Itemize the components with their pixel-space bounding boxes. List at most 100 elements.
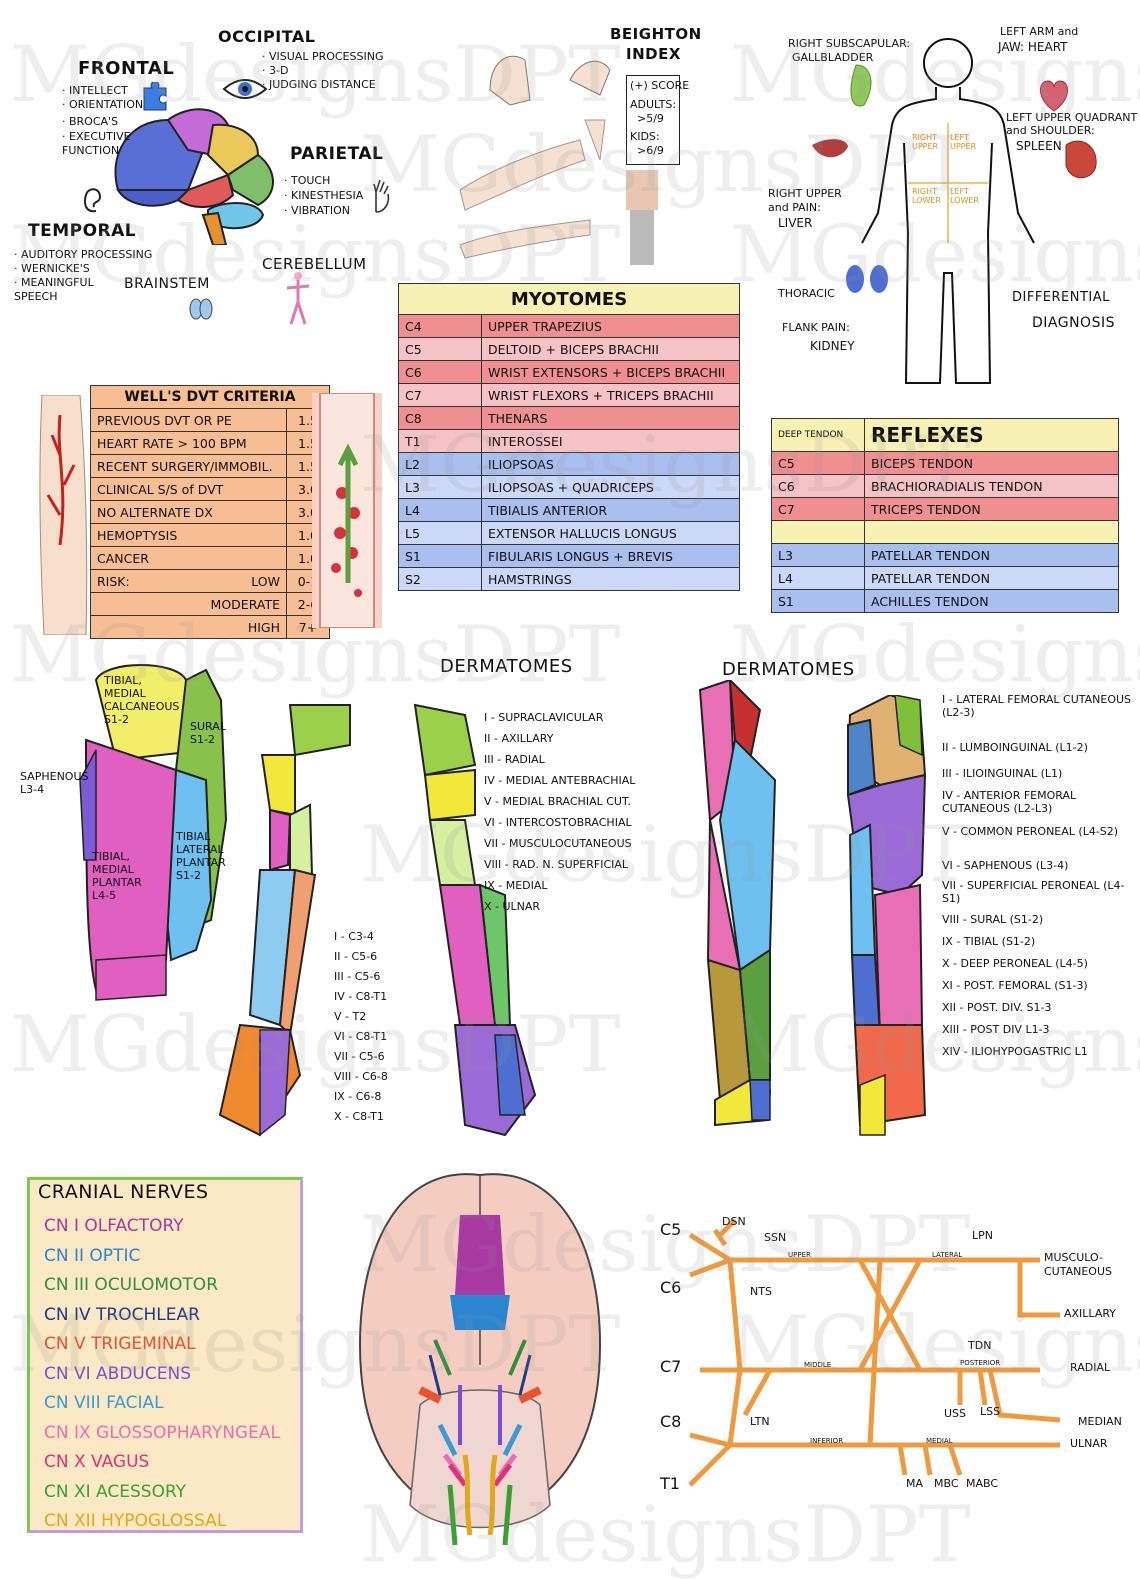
cerebellum-label: CEREBELLUM — [262, 255, 367, 273]
plexus-root-c6: C6 — [660, 1278, 682, 1297]
reflexes-title: REFLEXES — [864, 418, 1119, 452]
myotome-muscle: HAMSTRINGS — [481, 567, 740, 591]
foot-sural: SURAL S1-2 — [190, 720, 226, 746]
quadrant-right-upper: RIGHT UPPER — [912, 133, 939, 151]
flank-pain-label: FLANK PAIN: — [782, 321, 850, 334]
wells-row: RECENT SURGERY/IMMOBIL.1.5 — [90, 454, 330, 478]
wells-risk-level-cell: HIGH — [90, 615, 287, 639]
wells-criterion: HEART RATE > 100 BPM — [90, 431, 287, 455]
foot-dermatomes-section: TIBIAL, MEDIAL CALCANEOUS S1-2 SURAL S1-… — [20, 660, 228, 1005]
occipital-item: · 3-D — [262, 64, 289, 77]
reflex-name — [864, 520, 1119, 544]
brainstem-label: BRAINSTEM — [124, 276, 210, 292]
myotome-level: C7 — [398, 383, 482, 407]
liver-label: LIVER — [778, 216, 813, 230]
myotome-muscle: DELTOID + BICEPS BRACHII — [481, 337, 740, 361]
arm-nerve-item: VI - INTERCOSTOBRACHIAL — [484, 816, 632, 829]
reflex-level: L3 — [771, 543, 865, 567]
myotome-muscle: INTEROSSEI — [481, 429, 740, 453]
wells-title-row: WELL'S DVT CRITERIA — [90, 385, 330, 409]
myotome-muscle: WRIST FLEXORS + TRICEPS BRACHII — [481, 383, 740, 407]
temporal-item: · AUDITORY PROCESSING — [14, 248, 153, 261]
myotome-level: T1 — [398, 429, 482, 453]
quadrant-left-lower: LEFT LOWER — [950, 187, 979, 205]
wells-risk-level: LOW — [251, 573, 280, 589]
leg-dermatomes-section: DERMATOMES I - LATERAL FEMORAL CUTANEOUS… — [680, 655, 1135, 1175]
occipital-item: · VISUAL PROCESSING — [262, 50, 384, 63]
foot-sole-illustration — [79, 664, 228, 1001]
plexus-middle: MIDDLE — [804, 1361, 832, 1369]
plexus-upper: UPPER — [788, 1251, 811, 1259]
leg-nerve-item: IV - ANTERIOR FEMORAL CUTANEOUS (L2-L3) — [942, 789, 1077, 815]
arm-dermatomes-title: DERMATOMES — [440, 656, 573, 677]
brain-base-section — [340, 1165, 620, 1555]
plexus-axillary: AXILLARY — [1064, 1307, 1116, 1320]
reflexes-title-row: DEEP TENDON REFLEXES — [771, 418, 1119, 452]
myotome-level: C4 — [398, 314, 482, 338]
arm-nerve-item: III - RADIAL — [484, 753, 545, 766]
reflex-level: C6 — [771, 474, 865, 498]
leg-nerve-item: XI - POST. FEMORAL (S1-3) — [942, 979, 1088, 992]
kidney-label: KIDNEY — [810, 339, 855, 353]
myotome-muscle: TIBIALIS ANTERIOR — [481, 498, 740, 522]
beighton-subtitle: INDEX — [626, 45, 681, 63]
cranial-nerve-item: CN X VAGUS — [44, 1452, 150, 1472]
temporal-item: · MEANINGFUL — [14, 276, 94, 289]
plexus-root-c5: C5 — [660, 1220, 682, 1239]
reflex-name: PATELLAR TENDON — [864, 543, 1119, 567]
reflex-level — [771, 520, 865, 544]
arm-nerve-item: VIII - RAD. N. SUPERFICIAL — [484, 858, 629, 871]
beighton-score-line: >6/9 — [637, 144, 664, 157]
wells-risk-label: RISK: — [97, 573, 130, 589]
leg-back-illustration — [846, 695, 927, 1136]
plexus-uss: USS — [944, 1407, 967, 1420]
cranial-nerve-item: CN I OLFACTORY — [44, 1216, 184, 1236]
plexus-radial: RADIAL — [1070, 1361, 1111, 1374]
arm-back-illustration — [413, 703, 537, 1137]
quadrant-right-lower: RIGHT LOWER — [912, 187, 941, 205]
wells-criterion: PREVIOUS DVT OR PE — [90, 408, 287, 432]
wells-risk-level: HIGH — [247, 619, 280, 635]
foot-saphenous: SAPHENOUS L3-4 — [20, 770, 89, 796]
heart-label: JAW: HEART — [998, 40, 1068, 54]
plexus-musculo: MUSCULO- — [1044, 1251, 1103, 1264]
arm-front-illustration — [218, 704, 351, 1137]
arm-nerve-item: V - MEDIAL BRACHIAL CUT. — [484, 795, 631, 808]
reflex-level: S1 — [771, 589, 865, 613]
arm-level-item: V - T2 — [334, 1010, 367, 1023]
leg-nerve-item: II - LUMBOINGUINAL (L1-2) — [942, 741, 1088, 754]
plexus-nts: NTS — [750, 1285, 772, 1298]
foot-tibial-medial-plantar: TIBIAL, MEDIAL PLANTAR L4-5 — [92, 850, 142, 902]
left-arm-jaw-label: LEFT ARM and — [1000, 25, 1079, 38]
leg-dermatomes-title: DERMATOMES — [722, 659, 855, 680]
frontal-item: · ORIENTATION — [62, 98, 144, 111]
wells-risk-level-cell: RISK: LOW — [90, 569, 287, 593]
lungs-icon — [189, 298, 213, 320]
wells-criterion: NO ALTERNATE DX — [90, 500, 287, 524]
parietal-item: · VIBRATION — [284, 204, 351, 217]
cranial-nerve-item: CN VIII FACIAL — [44, 1393, 164, 1413]
right-upper-label: RIGHT UPPER — [768, 187, 842, 200]
leg-veins-illustration — [39, 395, 88, 635]
beighton-title: BEIGHTON — [610, 25, 702, 43]
myotome-level: S2 — [398, 567, 482, 591]
frontal-item: · BROCA'S — [62, 115, 119, 128]
plexus-mbc: MBC — [934, 1477, 959, 1490]
